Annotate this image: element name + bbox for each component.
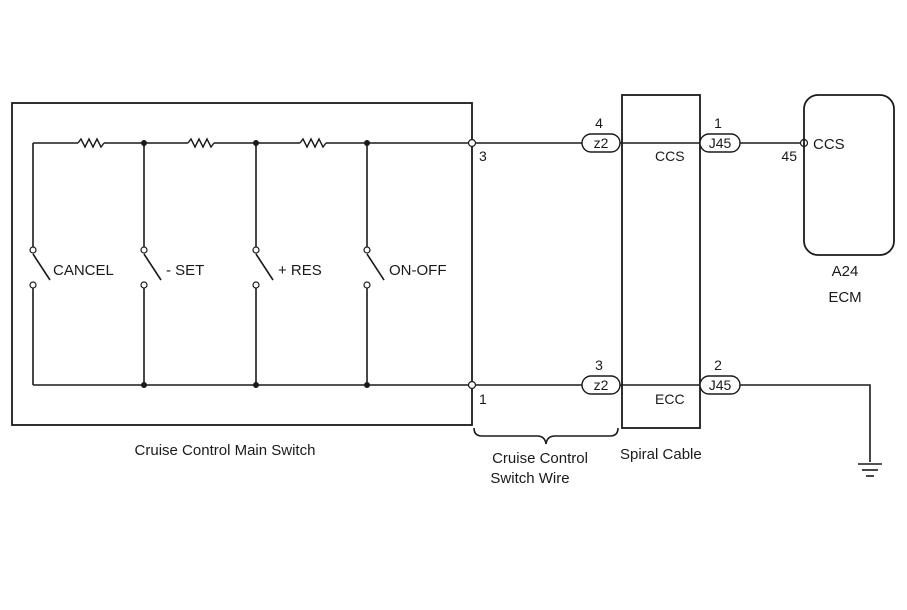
terminal-pin-3: [467, 138, 477, 148]
connector-z2-bottom-pin: 3: [595, 357, 603, 373]
spiral-cable-title: Spiral Cable: [620, 446, 702, 463]
pin-1-label: 1: [479, 391, 487, 407]
ecm-name: ECM: [828, 289, 861, 306]
connector-z2-top-name: z2: [594, 135, 609, 151]
connector-j45-bottom-pin: 2: [714, 357, 722, 373]
switch-label-on-off: ON-OFF: [389, 262, 447, 279]
connector-j45-top-pin: 1: [714, 115, 722, 131]
switch-cancel: CANCEL: [29, 143, 114, 385]
ecm-box: [803, 94, 895, 256]
resistor-3: [299, 137, 327, 149]
spiral-cable-ccs-label: CCS: [655, 148, 685, 164]
wire-to-ground: [740, 384, 871, 462]
switch-wire-label-line1: Cruise Control: [492, 450, 588, 467]
connector-z2-top-pin: 4: [595, 115, 603, 131]
switch-on-off: ON-OFF: [363, 143, 447, 385]
ecm-ccs-label: CCS: [813, 136, 845, 153]
connector-j45-top-name: J45: [709, 135, 732, 151]
spiral-cable-box: [621, 94, 701, 429]
main-switch-box: [11, 102, 473, 426]
switch-label-res: + RES: [278, 262, 322, 279]
switch-label-set: - SET: [166, 262, 204, 279]
switch-label-cancel: CANCEL: [53, 262, 114, 279]
switch-res: + RES: [252, 143, 322, 385]
ecm-code: A24: [832, 263, 859, 280]
connector-z2-top: z2 4: [581, 115, 621, 153]
main-switch-title: Cruise Control Main Switch: [135, 442, 316, 459]
pin-3-label: 3: [479, 148, 487, 164]
top-bus: [33, 137, 468, 149]
connector-j45-top: J45 1: [699, 115, 741, 153]
spiral-cable-ecc-label: ECC: [655, 391, 685, 407]
connector-j45-bottom: J45 2: [699, 357, 741, 395]
resistor-2: [187, 137, 215, 149]
connector-z2-bottom-name: z2: [594, 377, 609, 393]
switch-set: - SET: [140, 143, 204, 385]
ground-symbol: [858, 463, 882, 477]
connector-z2-bottom: z2 3: [581, 357, 621, 395]
resistor-1: [77, 137, 105, 149]
ecm-pin-number: 45: [781, 148, 797, 164]
terminal-pin-1: [467, 380, 477, 390]
connector-j45-bottom-name: J45: [709, 377, 732, 393]
switch-wire-bracket: [473, 427, 619, 445]
switch-wire-label-line2: Switch Wire: [490, 470, 569, 487]
